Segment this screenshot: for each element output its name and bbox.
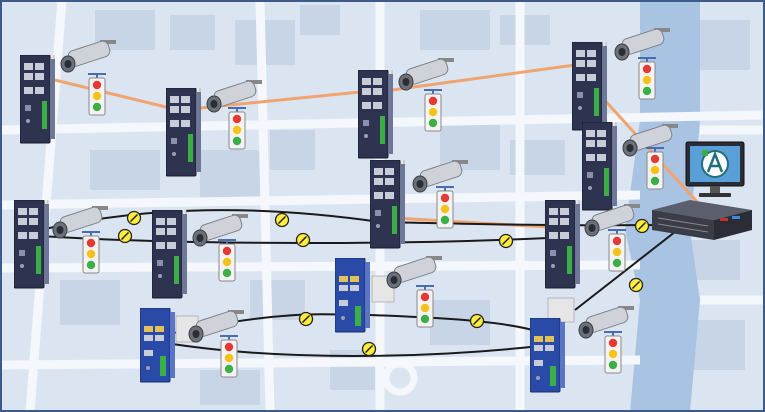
network-node-11 [140,308,245,383]
industrial-ethernet-switch-icon[interactable] [335,258,371,333]
network-links [39,63,702,357]
industrial-ethernet-switch-icon[interactable] [20,43,56,144]
traffic-light-icon[interactable] [87,73,107,116]
ethernet-connector-icon [295,232,311,248]
app-logo-icon [701,150,729,178]
industrial-ethernet-switch-icon[interactable] [358,58,394,159]
industrial-ethernet-switch-icon[interactable] [152,198,188,299]
ethernet-connector-icon [628,277,644,293]
ethernet-connector-icon [634,218,650,234]
traffic-light-icon[interactable] [227,107,247,150]
network-node-10 [335,256,443,333]
ethernet-connector-icon [117,228,133,244]
industrial-ethernet-switch-icon[interactable] [530,318,566,393]
ethernet-connector-icon [469,313,485,329]
traffic-light-icon[interactable] [645,147,665,190]
traffic-light-icon[interactable] [219,335,239,378]
ethernet-connector-icon [126,210,142,226]
industrial-ethernet-switch-icon[interactable] [14,188,50,289]
traffic-light-icon[interactable] [423,89,443,132]
traffic-light-icon[interactable] [81,231,101,274]
ethernet-connector-icon [498,233,514,249]
industrial-ethernet-switch-icon[interactable] [572,30,608,131]
network-node-12 [530,297,635,393]
ethernet-connector-icon [274,212,290,228]
ethernet-connector-icon [298,311,314,327]
control-center [652,141,752,240]
rack-server-icon[interactable] [652,200,752,240]
traffic-light-icon[interactable] [607,229,627,272]
traffic-light-icon[interactable] [415,285,435,328]
traffic-light-icon[interactable] [435,186,455,229]
ethernet-connector-icon [361,341,377,357]
traffic-light-icon[interactable] [603,331,623,374]
industrial-ethernet-switch-icon[interactable] [545,188,581,289]
traffic-light-icon[interactable] [637,57,657,100]
fiber-link-top-chain [54,63,702,207]
industrial-ethernet-switch-icon[interactable] [166,76,202,177]
industrial-ethernet-switch-icon[interactable] [140,308,176,383]
traffic-light-icon[interactable] [217,239,237,282]
industrial-ethernet-switch-icon[interactable] [582,110,618,211]
industrial-ethernet-switch-icon[interactable] [370,148,406,249]
